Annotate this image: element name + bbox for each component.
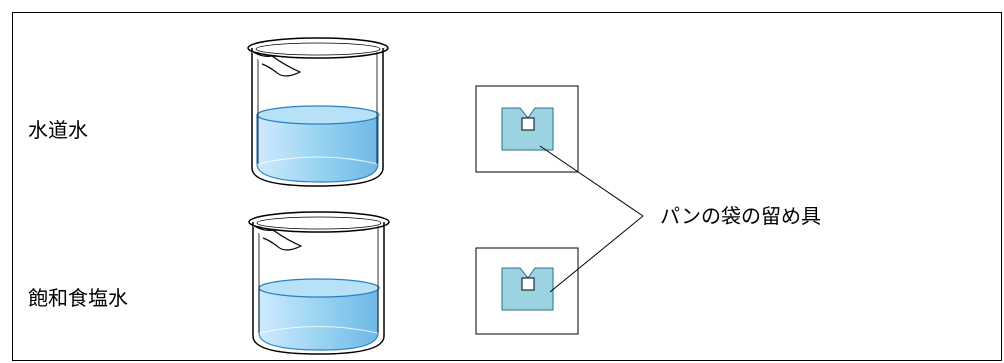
clip-panel-top	[475, 85, 579, 173]
water-tap	[256, 114, 379, 183]
beaker-wall-tap	[251, 48, 384, 187]
beaker-wall-salt	[252, 222, 385, 355]
water-salt	[258, 289, 379, 351]
beaker-rim-salt	[248, 211, 390, 233]
label-bread-bag-clip: パンの袋の留め具	[660, 204, 821, 228]
clip-panel-bottom	[475, 247, 579, 335]
leader-line-top	[539, 145, 644, 217]
beaker-spout-salt	[250, 223, 303, 251]
water-surface-tap	[256, 105, 380, 125]
beaker-spout-tap	[249, 49, 302, 77]
leader-line-bottom	[549, 215, 644, 293]
water-surface-salt	[258, 278, 380, 298]
label-tap-water: 水道水	[28, 118, 88, 142]
leader-lines	[539, 145, 644, 293]
beaker-salt-water	[248, 211, 390, 355]
beaker-tap-water	[247, 37, 389, 187]
label-saturated-salt-water: 飽和食塩水	[28, 286, 128, 310]
beaker-rim-tap	[247, 37, 389, 59]
